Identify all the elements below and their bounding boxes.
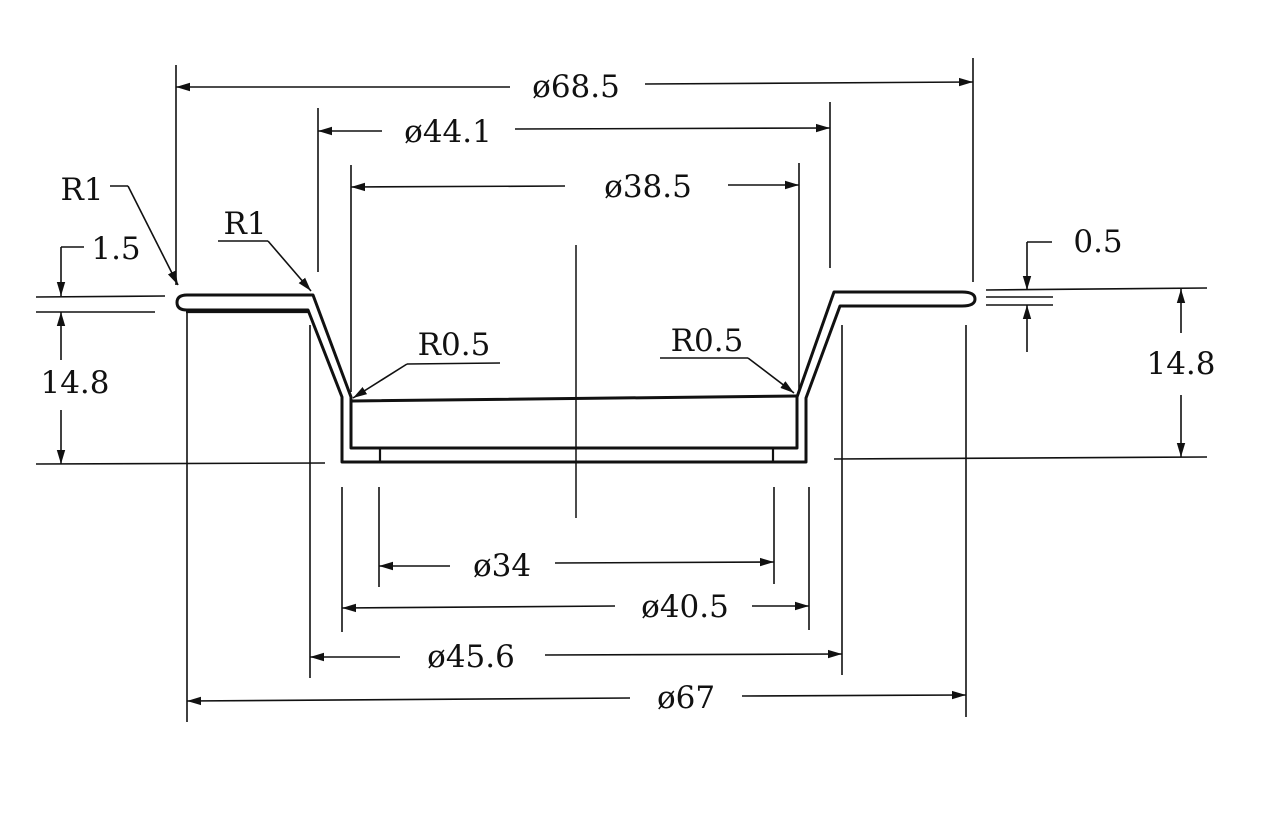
- dim-label-d68-5: ø68.5: [532, 69, 620, 105]
- dim-height-right: 14.8: [1146, 289, 1216, 457]
- bottom-step: [378, 448, 775, 462]
- top-extension-lines: [175, 58, 974, 392]
- dim-flange-thickness: 1.5: [56, 231, 141, 296]
- horizontal-extension-lines: [35, 287, 1208, 465]
- dim-label-height-left: 14.8: [40, 365, 109, 401]
- part-outer-contour: [175, 290, 977, 464]
- bottom-top-face: [350, 394, 799, 403]
- radius-bottom-left: R0.5: [352, 327, 501, 399]
- radius-bottom-right: R0.5: [660, 323, 795, 394]
- dim-wall-thickness: 0.5: [1022, 224, 1123, 352]
- dim-label-flange-thickness: 1.5: [91, 231, 140, 267]
- part-profile: [175, 290, 977, 464]
- dim-label-wall-thickness: 0.5: [1073, 224, 1122, 260]
- dim-d67: ø67: [186, 680, 967, 716]
- radius-label-outer-flange: R1: [60, 172, 103, 208]
- radius-inner-flange: R1: [218, 206, 312, 292]
- dim-label-d67: ø67: [657, 680, 715, 716]
- dim-d68-5: ø68.5: [176, 69, 974, 105]
- dim-label-d45-6: ø45.6: [427, 639, 515, 675]
- radius-label-bottom-right: R0.5: [671, 323, 744, 359]
- dim-d38-5: ø38.5: [350, 169, 799, 205]
- radius-label-inner-flange: R1: [223, 206, 266, 242]
- radius-label-bottom-left: R0.5: [418, 327, 491, 363]
- dim-height-left: 14.8: [40, 312, 110, 464]
- dim-label-d38-5: ø38.5: [604, 169, 692, 205]
- dim-label-height-right: 14.8: [1146, 346, 1215, 382]
- radius-outer-flange: R1: [60, 172, 179, 286]
- dim-label-d34: ø34: [473, 548, 531, 584]
- bottom-extension-lines: [186, 310, 967, 722]
- dim-label-d44-1: ø44.1: [404, 114, 492, 150]
- dim-d44-1: ø44.1: [318, 114, 831, 150]
- dim-label-d40-5: ø40.5: [641, 589, 729, 625]
- dim-d45-6: ø45.6: [310, 639, 843, 675]
- dim-d34: ø34: [379, 548, 775, 584]
- dim-d40-5: ø40.5: [341, 589, 809, 625]
